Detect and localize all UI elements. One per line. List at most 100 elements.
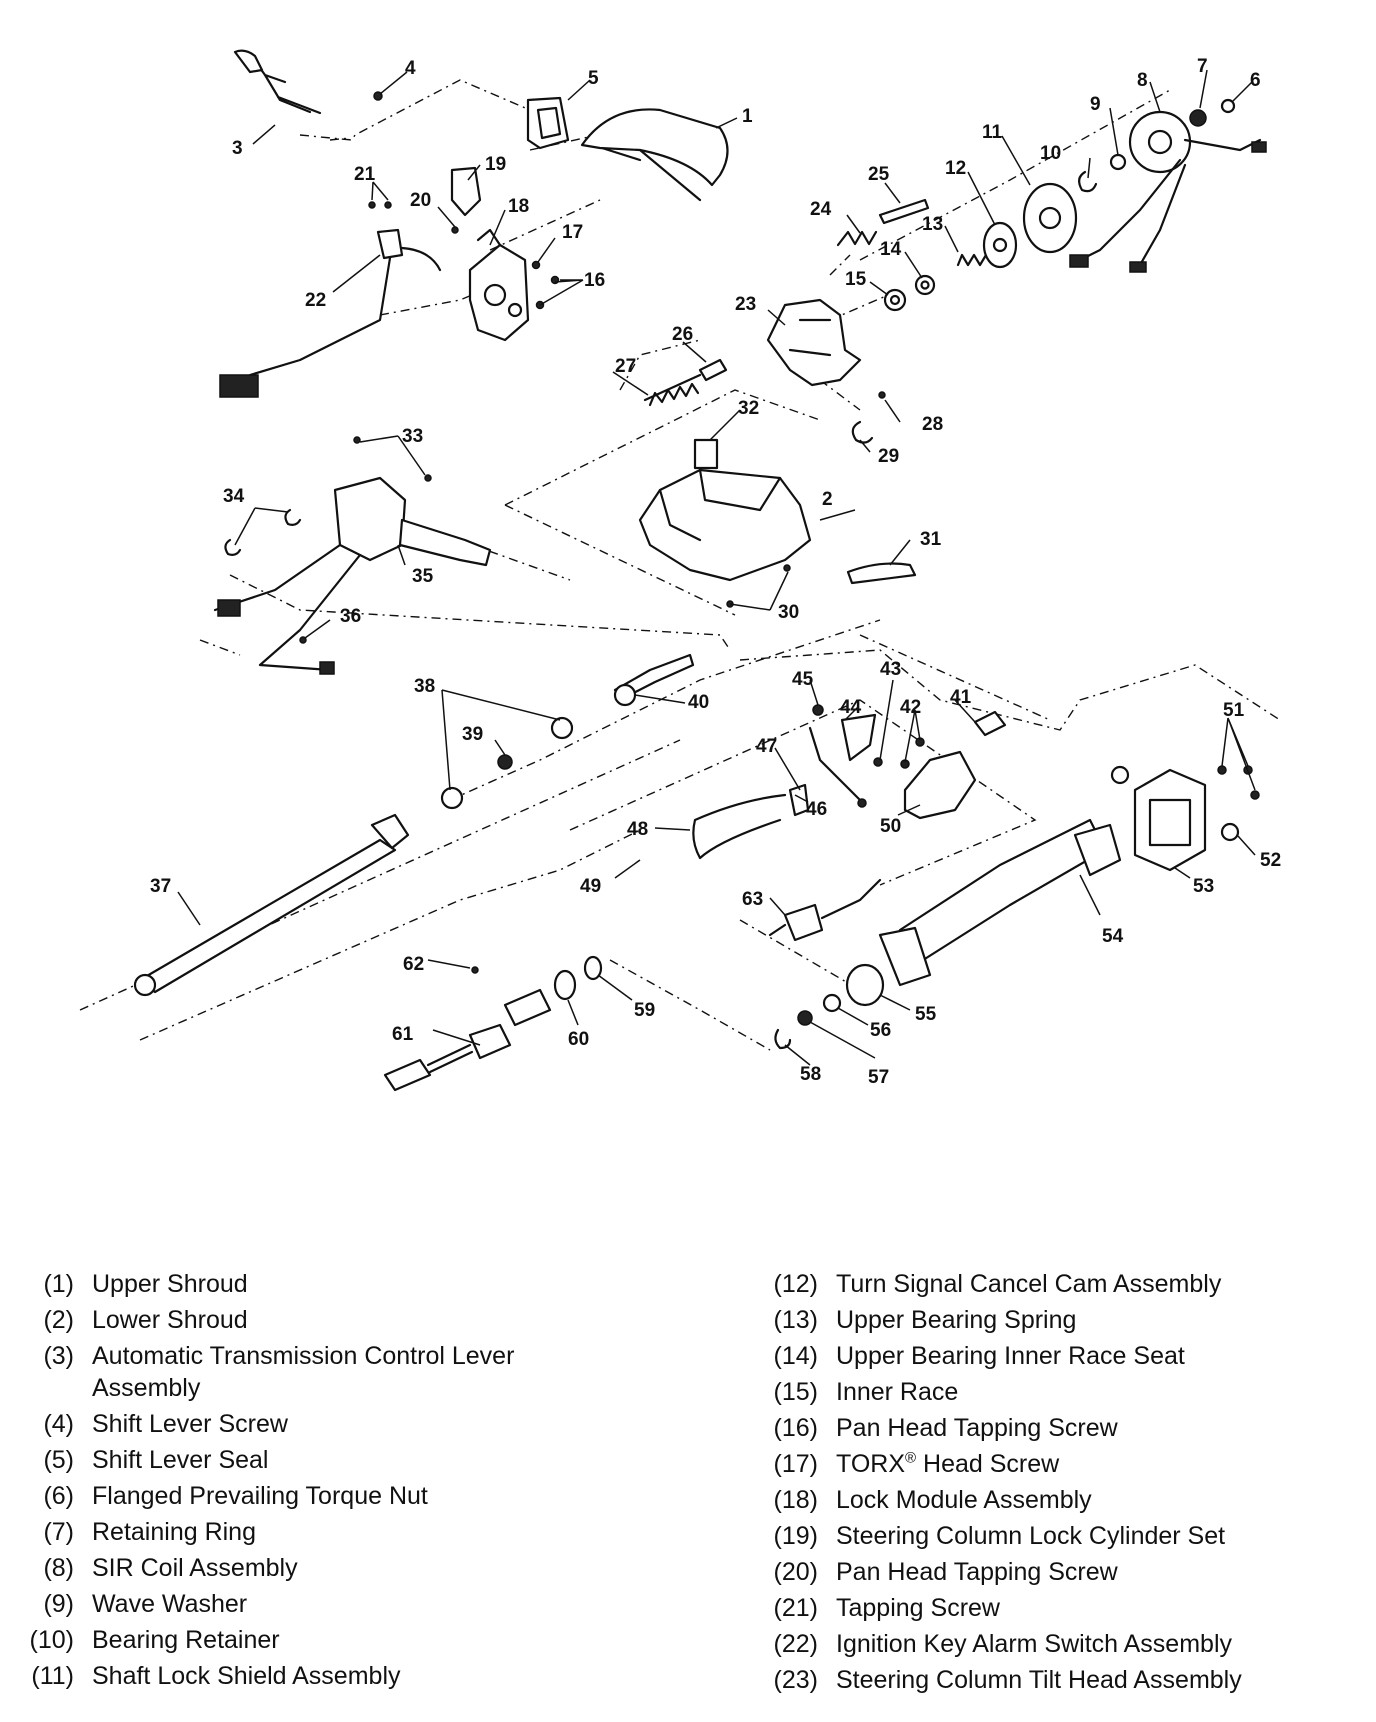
legend-row: (3) Automatic Transmission Control Lever … [20, 1340, 710, 1404]
legend-text: Shift Lever Seal [92, 1446, 269, 1474]
legend-row: (18)Lock Module Assembly [756, 1484, 1366, 1516]
callout-39: 39 [462, 724, 483, 745]
legend-number: (7) [43, 1518, 74, 1546]
callout-46: 46 [806, 799, 827, 820]
callout-57: 57 [868, 1067, 889, 1088]
callout-29: 29 [878, 446, 899, 467]
legend-text: Pan Head Tapping Screw [836, 1414, 1118, 1442]
callout-23: 23 [735, 294, 756, 315]
callout-51: 51 [1223, 700, 1245, 721]
legend-row: (15) Inner Race [756, 1376, 1366, 1408]
legend-number: (2) [43, 1306, 74, 1334]
callout-36: 36 [340, 606, 361, 627]
legend-text: TORX [836, 1450, 905, 1478]
legend-number: (3) [43, 1342, 74, 1370]
callout-19: 19 [485, 154, 506, 175]
callout-59: 59 [634, 1000, 655, 1021]
callout-6: 6 [1250, 70, 1261, 91]
callout-45: 45 [792, 669, 814, 690]
callout-61: 61 [392, 1024, 414, 1045]
callout-55: 55 [915, 1004, 937, 1025]
legend-text-after: Head Screw [916, 1450, 1060, 1478]
legend-row: (5) Shift Lever Seal [20, 1444, 710, 1476]
legend-row: (22)Ignition Key Alarm Switch Assembly [756, 1628, 1366, 1660]
callout-numbers: 1 2 3 4 5 6 7 8 9 10 11 12 13 14 15 16 1… [150, 56, 1281, 1088]
legend-column-left: (1)Upper Shroud (2)Lower Shroud (3)Autom… [20, 1268, 710, 1696]
callout-1: 1 [742, 106, 753, 127]
legend-number: (8) [43, 1554, 74, 1582]
legend-column-right: (12)Turn Signal Cancel Cam Assembly (13)… [756, 1268, 1366, 1700]
callout-32: 32 [738, 398, 759, 419]
legend-number: (15) [773, 1378, 818, 1406]
legend-text: Shaft Lock Shield Assembly [92, 1662, 401, 1690]
legend-row: (23)Steering Column Tilt Head Assembly [756, 1664, 1366, 1696]
legend-row: (14) Upper Bearing Inner Race Seat [756, 1340, 1366, 1372]
callout-63: 63 [742, 889, 763, 910]
legend-number: (21) [773, 1594, 818, 1622]
callout-60: 60 [568, 1029, 589, 1050]
callout-47: 47 [756, 736, 777, 757]
callout-3: 3 [232, 138, 243, 159]
legend-row: (16) Pan Head Tapping Screw [756, 1412, 1366, 1444]
part-shapes [133, 49, 1267, 1092]
legend-row: (7)Retaining Ring [20, 1516, 710, 1548]
legend-number: (17) [773, 1450, 818, 1478]
callout-24: 24 [810, 199, 832, 220]
parts-legend: (1)Upper Shroud (2)Lower Shroud (3)Autom… [0, 1268, 1376, 1708]
callout-38: 38 [414, 676, 435, 697]
legend-row: (6) Flanged Prevailing Torque Nut [20, 1480, 710, 1512]
callout-31: 31 [920, 529, 942, 550]
callout-27: 27 [615, 356, 636, 377]
callout-22: 22 [305, 290, 326, 311]
legend-number: (14) [773, 1342, 818, 1370]
legend-row: (8)SIR Coil Assembly [20, 1552, 710, 1584]
legend-row: (20)Pan Head Tapping Screw [756, 1556, 1366, 1588]
callout-15: 15 [845, 269, 867, 290]
callout-5: 5 [588, 68, 599, 89]
callout-42: 42 [900, 697, 921, 718]
legend-number: (5) [43, 1446, 74, 1474]
callout-34: 34 [223, 486, 245, 507]
callout-56: 56 [870, 1020, 891, 1041]
legend-text: Steering Column Tilt Head Assembly [836, 1666, 1242, 1694]
legend-number: (6) [43, 1482, 74, 1510]
callout-62: 62 [403, 954, 424, 975]
callout-41: 41 [950, 687, 972, 708]
legend-row: (17) TORX® Head Screw [756, 1448, 1366, 1480]
callout-50: 50 [880, 816, 901, 837]
legend-number: (20) [773, 1558, 818, 1586]
legend-text: Turn Signal Cancel Cam Assembly [836, 1270, 1222, 1298]
callout-14: 14 [880, 239, 902, 260]
callout-16: 16 [584, 270, 605, 291]
legend-text: Upper Bearing Spring [836, 1306, 1077, 1334]
legend-text: Flanged Prevailing Torque Nut [92, 1482, 428, 1510]
legend-number: (22) [773, 1630, 818, 1658]
diagram-svg: 1 2 3 4 5 6 7 8 9 10 11 12 13 14 15 16 1… [79, 49, 1281, 1092]
callout-10: 10 [1040, 143, 1061, 164]
legend-text: Upper Bearing Inner Race Seat [836, 1342, 1185, 1370]
legend-row: (19)Steering Column Lock Cylinder Set [756, 1520, 1366, 1552]
callout-37: 37 [150, 876, 171, 897]
callout-12: 12 [945, 158, 966, 179]
legend-number: (16) [773, 1414, 818, 1442]
legend-row: (13)Upper Bearing Spring [756, 1304, 1366, 1336]
legend-row: (4)Shift Lever Screw [20, 1408, 710, 1440]
exploded-parts-diagram: 1 2 3 4 5 6 7 8 9 10 11 12 13 14 15 16 1… [79, 49, 1281, 1092]
callout-18: 18 [508, 196, 529, 217]
legend-text: Steering Column Lock Cylinder Set [836, 1522, 1226, 1550]
callout-43: 43 [880, 659, 901, 680]
callout-54: 54 [1102, 926, 1124, 947]
callout-28: 28 [922, 414, 943, 435]
callout-17: 17 [562, 222, 583, 243]
legend-text: Inner Race [836, 1378, 959, 1406]
legend-text: Tapping Screw [836, 1594, 1000, 1622]
legend-text: Automatic Transmission Control Lever Ass… [92, 1342, 515, 1402]
registered-mark: ® [905, 1449, 917, 1467]
callout-49: 49 [580, 876, 601, 897]
callout-2: 2 [822, 489, 833, 510]
legend-row: (21) Tapping Screw [756, 1592, 1366, 1624]
callout-44: 44 [840, 697, 862, 718]
legend-text: Lock Module Assembly [836, 1486, 1092, 1514]
callout-30: 30 [778, 602, 799, 623]
callout-35: 35 [412, 566, 434, 587]
